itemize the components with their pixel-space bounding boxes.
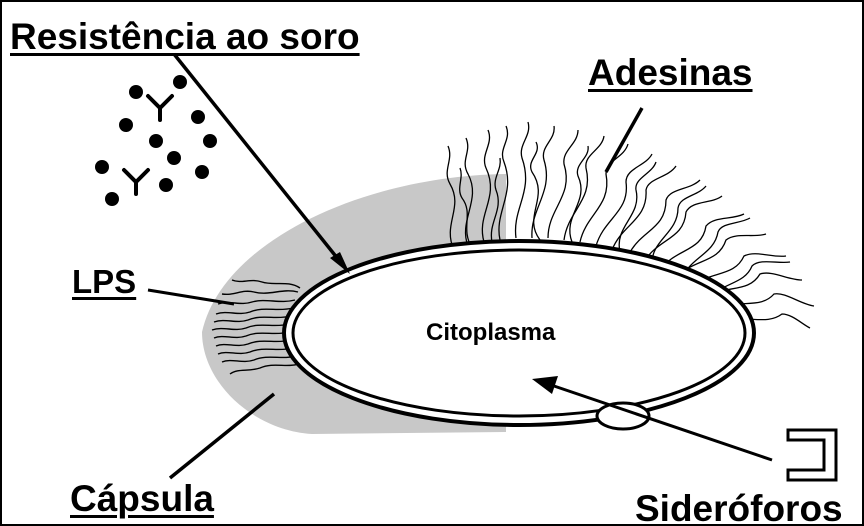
serum-resistance-label: Resistência ao soro [10,18,360,55]
capsule-label: Cápsula [70,480,214,517]
siderophores-label: Sideróforos [635,490,843,526]
adhesin-pointer-line [606,108,642,172]
cytoplasm-label: Citoplasma [426,321,555,345]
siderophore-bracket-icon [788,430,836,480]
adhesins-label: Adesinas [588,54,753,91]
capsule-pointer-line [170,394,274,478]
lps-label: LPS [72,265,136,298]
serum-pointer-line [174,54,342,264]
serum-molecules [95,75,217,206]
